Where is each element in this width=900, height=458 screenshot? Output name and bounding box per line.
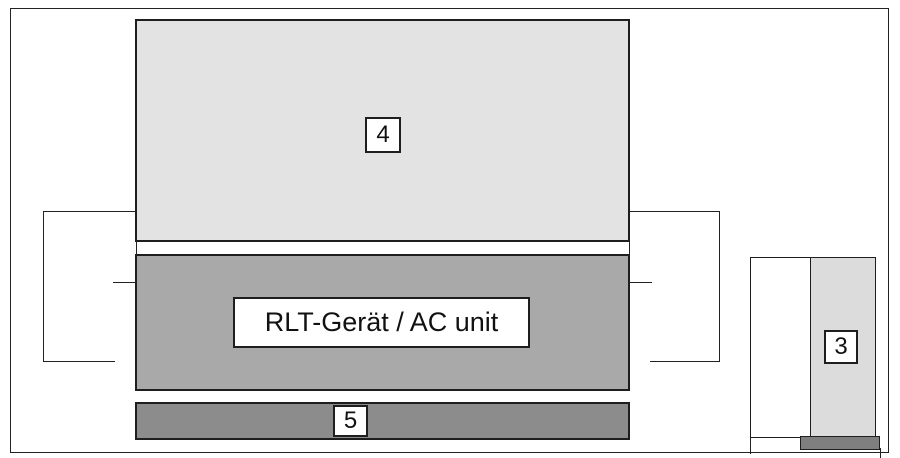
right-duct-loop (650, 211, 720, 362)
left-duct-connector (113, 211, 137, 283)
cabinet-tick-right (880, 448, 881, 458)
component-3-base (800, 436, 880, 450)
ac-unit-label: RLT-Gerät / AC unit (233, 297, 530, 348)
component-5-box (135, 402, 630, 440)
component-3-cabinet-left (750, 257, 812, 438)
left-duct-loop (43, 211, 115, 362)
component-5-label: 5 (333, 405, 368, 437)
cabinet-tick-left (750, 438, 751, 454)
component-3-label: 3 (824, 330, 858, 364)
right-duct-connector (629, 211, 652, 283)
component-4-label: 4 (365, 117, 401, 153)
